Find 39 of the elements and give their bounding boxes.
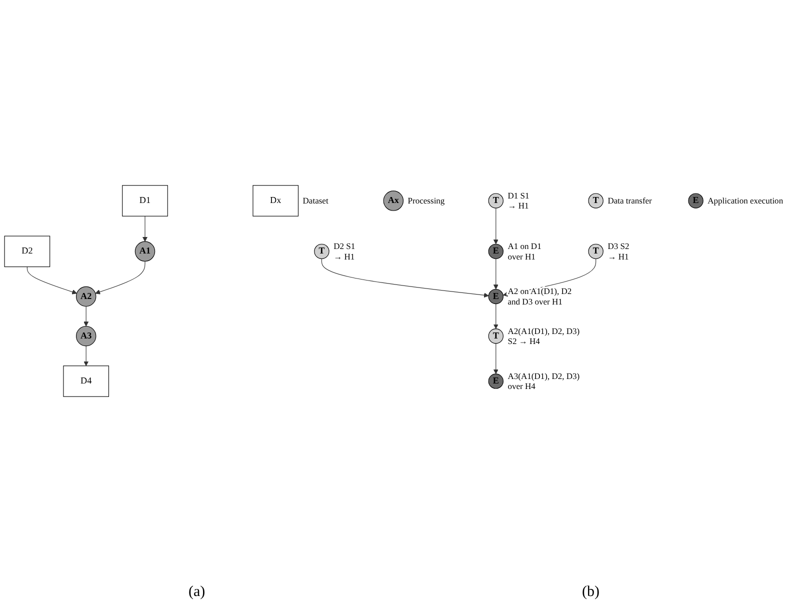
node-box: Dx — [252, 185, 299, 216]
node-circle: E — [488, 244, 504, 260]
arrow — [493, 258, 498, 290]
node-box: D4 — [63, 366, 109, 397]
node-circle: T — [588, 244, 604, 260]
node-note: Data transfer — [608, 196, 652, 206]
panel-label: (a) — [188, 584, 206, 601]
node-note: D3 S2 → H1 — [608, 241, 630, 262]
node-circle: A3 — [76, 326, 96, 346]
node-circle: T — [588, 193, 604, 208]
arrow — [26, 266, 77, 294]
arrow — [142, 216, 148, 242]
node-circle: A1 — [134, 241, 156, 262]
node-note: Processing — [408, 196, 445, 206]
node-circle: Ax — [383, 190, 404, 211]
node-circle: T — [488, 193, 504, 208]
arrow — [95, 260, 146, 294]
node-box: D1 — [122, 185, 168, 216]
node-box: D2 — [4, 236, 50, 268]
node-circle: E — [488, 288, 504, 304]
node-note: A3(A1(D1), D2, D3) over H4 — [508, 370, 580, 392]
arrow — [84, 346, 89, 366]
node-note: Application execution — [708, 196, 784, 206]
node-note: Dataset — [302, 196, 328, 206]
node-note: A2(A1(D1), D2, D3) S2 → H4 — [508, 326, 580, 346]
panel-label: (b) — [582, 584, 600, 601]
node-note: D2 S1 → H1 — [334, 241, 356, 262]
arrow — [493, 208, 498, 244]
arrow — [321, 258, 489, 298]
arrow — [493, 304, 498, 330]
node-circle: E — [688, 193, 704, 208]
node-circle: E — [488, 374, 504, 389]
node-circle: A2 — [76, 286, 96, 307]
node-note: A1 on D1 over H1 — [508, 241, 542, 262]
node-note: D1 S1 → H1 — [508, 190, 530, 211]
arrow — [84, 306, 89, 326]
arrow — [493, 343, 498, 374]
node-circle: T — [488, 328, 504, 344]
node-circle: T — [314, 244, 330, 260]
